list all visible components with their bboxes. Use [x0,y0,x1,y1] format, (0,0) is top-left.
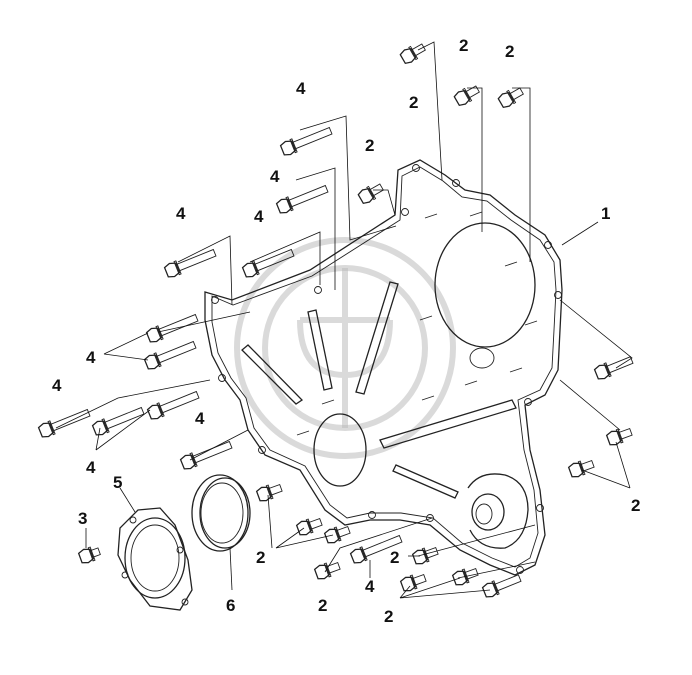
watermark-logo [234,237,456,459]
bolts-group [37,43,634,598]
callout-2: 2 [318,596,327,615]
bolt-icon [349,534,403,564]
bolt-icon [91,406,145,436]
bolt-icon [313,561,341,580]
callout-6: 6 [226,596,235,615]
bolt-icon [143,340,197,370]
bolt-icon [37,408,91,438]
bolt-icon [145,313,199,343]
gear-cover-housing [204,159,563,576]
callout-1: 1 [601,204,610,223]
bolt-icon [481,574,522,598]
callout-3: 3 [78,509,87,528]
bolt-icon [605,427,633,446]
bolt-icon [275,184,329,214]
callout-2: 2 [459,36,468,55]
callout-4: 4 [86,458,96,477]
bolt-icon [163,248,217,278]
callout-2: 2 [390,548,399,567]
callout-2: 2 [384,607,393,626]
bolt-icon [567,459,595,478]
bolt-icon [295,517,323,536]
bolt-icon [453,85,480,107]
bolt-icon [399,43,426,65]
bolt-icon [77,546,101,564]
seal-carrier-plate [117,507,193,611]
bolt-icon [146,390,200,420]
callout-2: 2 [365,136,374,155]
bolt-icon [279,126,333,156]
callout-2: 2 [505,42,514,61]
callout-2: 2 [409,93,418,112]
callout-4: 4 [254,207,264,226]
callout-4: 4 [296,79,306,98]
bolt-icon [323,525,351,544]
leader-lines [55,41,633,599]
bolt-icon [411,546,439,565]
callout-4: 4 [195,409,205,428]
bolt-icon [241,248,295,278]
callout-4: 4 [52,376,62,395]
callout-4: 4 [270,167,280,186]
bolt-icon [357,183,384,205]
callout-2: 2 [631,496,640,515]
callout-5: 5 [113,473,122,492]
bolt-icon [255,483,283,502]
callout-labels: 1 2 2 2 2 2 2 2 2 2 3 4 4 4 4 4 4 4 4 4 … [52,36,640,626]
callout-2: 2 [256,548,265,567]
callout-4: 4 [365,577,375,596]
bolt-icon [179,440,233,470]
callout-4: 4 [176,204,186,223]
bolt-icon [593,356,634,380]
oil-seal-ring [191,474,251,552]
bolt-icon [497,87,524,109]
bolt-icon [451,567,479,586]
callout-4: 4 [86,348,96,367]
bolt-icon [399,573,427,592]
